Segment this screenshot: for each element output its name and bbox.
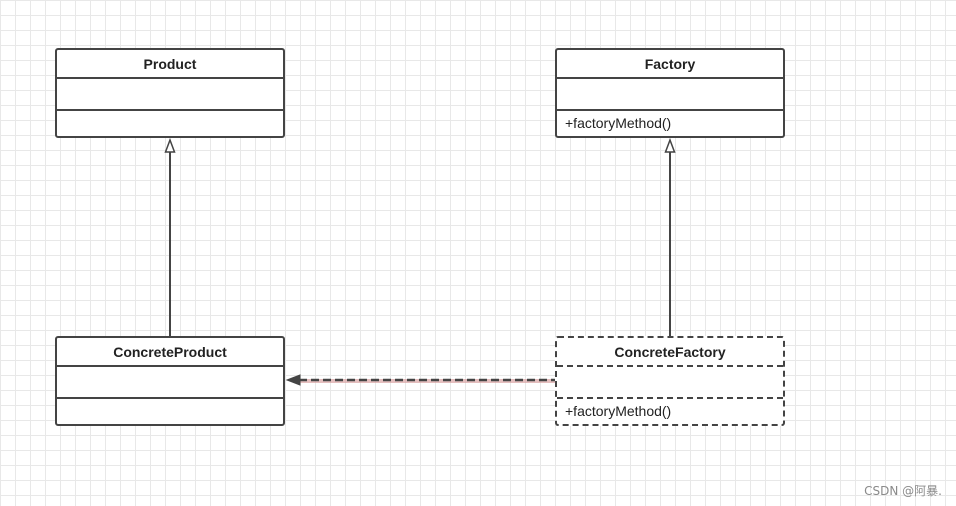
class-box-concrete-factory[interactable]: ConcreteFactory +factoryMethod() bbox=[555, 336, 785, 426]
class-name: Product bbox=[57, 50, 283, 79]
generalization-arrow-product[interactable] bbox=[164, 137, 176, 336]
hollow-arrowhead-icon bbox=[164, 137, 176, 153]
class-method: +factoryMethod() bbox=[565, 403, 672, 419]
watermark: CSDN @阿暴. bbox=[864, 484, 942, 498]
filled-arrowhead-icon bbox=[285, 374, 301, 386]
class-attributes-section bbox=[57, 367, 283, 399]
class-methods-section bbox=[57, 399, 283, 424]
class-box-concrete-product[interactable]: ConcreteProduct bbox=[55, 336, 285, 426]
class-methods-section bbox=[57, 111, 283, 136]
class-name: Factory bbox=[557, 50, 783, 79]
class-attributes-section bbox=[57, 79, 283, 111]
class-box-factory[interactable]: Factory +factoryMethod() bbox=[555, 48, 785, 138]
class-name: ConcreteFactory bbox=[557, 338, 783, 367]
hollow-arrowhead-icon bbox=[664, 137, 676, 153]
generalization-arrow-factory[interactable] bbox=[664, 137, 676, 336]
class-box-product[interactable]: Product bbox=[55, 48, 285, 138]
class-attributes-section bbox=[557, 79, 783, 111]
dependency-arrow[interactable] bbox=[285, 374, 555, 386]
class-attributes-section bbox=[557, 367, 783, 399]
class-method: +factoryMethod() bbox=[565, 115, 672, 131]
class-name: ConcreteProduct bbox=[57, 338, 283, 367]
